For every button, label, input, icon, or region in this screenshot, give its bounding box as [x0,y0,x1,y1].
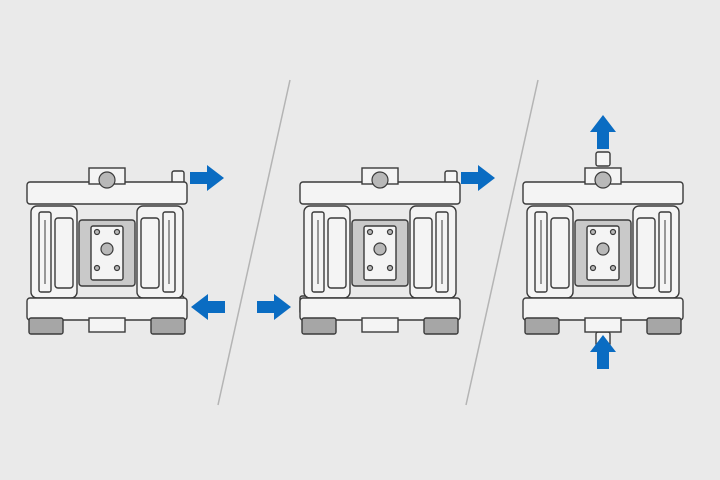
panel-divider-2 [465,79,539,406]
pump-body [299,167,461,335]
pump-top-outlet-bottom-inlet [522,151,684,347]
pump-body [26,167,188,335]
valve-ball [98,171,116,189]
valve-ball [371,171,389,189]
pump-body [522,167,684,335]
pump-side-outlet-opposite-inlet [299,167,461,335]
discharge-arrow-3 [590,115,616,149]
outlet-port [595,151,611,167]
suction-arrow-3 [590,335,616,369]
suction-arrow-2 [257,294,291,320]
valve-ball [594,171,612,189]
pump-side-outlet-side-inlet [26,167,188,335]
suction-arrow-1 [191,294,225,320]
discharge-arrow-2 [461,165,495,191]
panel-divider-1 [217,79,291,406]
discharge-arrow-1 [190,165,224,191]
